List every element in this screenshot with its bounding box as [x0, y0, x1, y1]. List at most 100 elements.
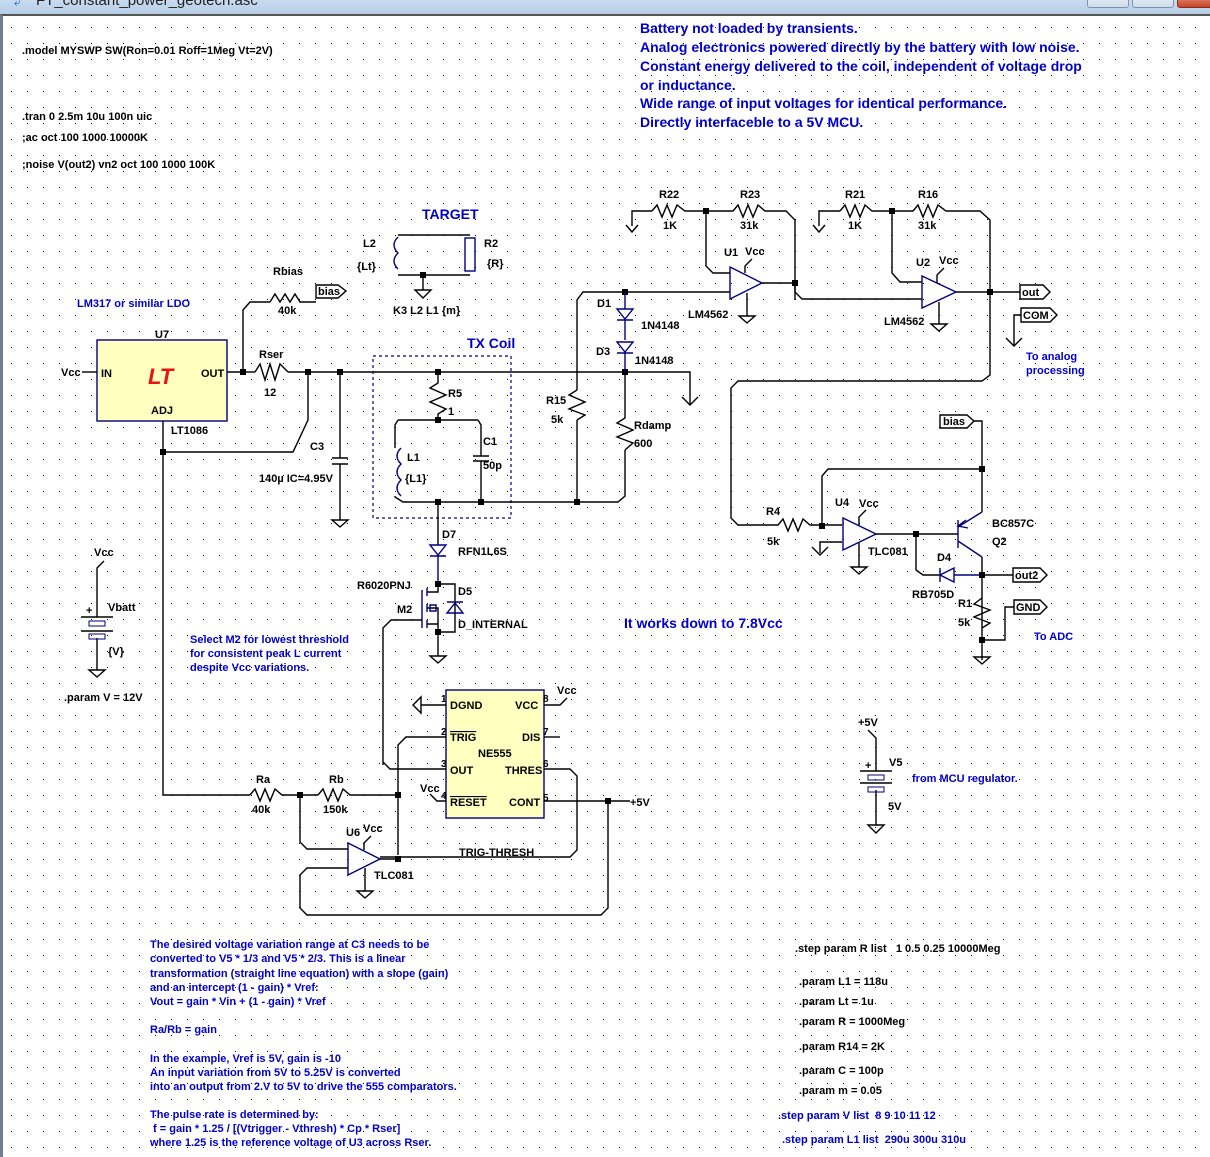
u4-part: TLC081 — [868, 546, 908, 558]
tran-directive[interactable]: .tran 0 2.5m 10u 100n uic — [22, 111, 152, 123]
param-directives: .step param R list 1 0.5 0.25 10000Meg .… — [778, 943, 1000, 1146]
tx-coil-box — [372, 355, 512, 519]
to-analog-note-line2: processing — [1026, 365, 1085, 377]
resistor-r1[interactable]: R1 5k — [958, 597, 992, 629]
timer-ne555[interactable]: NE555 1 DGND 2 TRIG 3 OUT 4 RESET 5 CONT… — [441, 689, 549, 819]
u7-pin-out: OUT — [201, 368, 225, 380]
feature-line: Battery not loaded by transients. — [640, 20, 858, 36]
resistor-r5[interactable]: R5 1 — [428, 372, 462, 420]
regulator-u7[interactable]: U7 IN OUT ADJ LT LT1086 — [96, 329, 228, 437]
r5-ref: R5 — [448, 388, 462, 400]
resistor-rb[interactable]: Rb 150k — [317, 774, 398, 816]
feature-line: Directly interfaceble to a 5V MCU. — [640, 114, 863, 130]
step-v-directive[interactable]: .step param V list 8 9 10 11 12 — [778, 1110, 936, 1122]
param-r-directive[interactable]: .param R = 1000Meg — [799, 1016, 905, 1028]
maximize-button[interactable] — [1132, 0, 1174, 8]
l1-ref: L1 — [407, 452, 420, 464]
pin-number: 3 — [441, 759, 447, 770]
resistor-r23[interactable]: R23 31k — [706, 189, 796, 300]
r21-value: 1K — [848, 220, 862, 232]
param-l1-directive[interactable]: .param L1 = 118u — [799, 976, 888, 988]
r16-ref: R16 — [918, 189, 938, 201]
resistor-r4[interactable]: R4 5k — [760, 506, 842, 548]
r23-ref: R23 — [740, 189, 760, 201]
minimize-button[interactable] — [1087, 0, 1129, 8]
param-m-directive[interactable]: .param m = 0.05 — [799, 1085, 882, 1097]
diode-d1[interactable]: D1 1N4148 — [597, 292, 680, 340]
net-flag-bias[interactable]: bias — [315, 284, 348, 299]
r22-ref: R22 — [659, 189, 679, 201]
ac-directive[interactable]: ;ac oct 100 1000 10000K — [22, 132, 148, 144]
close-button[interactable] — [1177, 0, 1210, 8]
r16-value: 31k — [918, 220, 937, 232]
net-flag-gnd[interactable]: GND — [1013, 599, 1048, 615]
resistor-rser[interactable]: Rser 12 — [254, 349, 289, 399]
capacitor-c3[interactable]: C3 140µ IC=4.95V — [259, 372, 350, 528]
voltage-source-v5[interactable]: +5V + V5 5V — [858, 717, 902, 834]
param-v-directive[interactable]: .param V = 12V — [64, 692, 143, 704]
d4-ref: D4 — [937, 552, 952, 564]
window-titlebar: ⤶ FT_constant_power_geotech.asc — [0, 0, 1210, 14]
v5-value: 5V — [888, 801, 902, 813]
vbatt-ref: Vbatt — [108, 602, 136, 614]
linear-tech-logo-icon: LT — [148, 364, 175, 389]
diode-d4[interactable]: D4 RB705D — [912, 552, 982, 601]
opamp-u1[interactable]: U1 Vcc LM4562 — [688, 246, 795, 324]
step-l1-directive[interactable]: .step param L1 list 290u 300u 310u — [782, 1134, 966, 1146]
pin-thres: THRES — [505, 765, 542, 777]
net-flag-out[interactable]: out — [1019, 284, 1051, 300]
resistor-rbias[interactable]: Rbias 40k — [269, 266, 316, 317]
transistor-q2[interactable]: BC857C Q2 — [956, 511, 1034, 558]
m2-value: R6020PNJ — [357, 580, 411, 592]
step-r-directive[interactable]: .step param R list 1 0.5 0.25 10000Meg — [795, 943, 1000, 955]
feature-line: Constant energy delivered to the coil, i… — [640, 58, 1082, 74]
feature-line: Wide range of input voltages for identic… — [640, 95, 1007, 111]
resistor-r22[interactable]: R22 1K — [651, 189, 706, 232]
net-flag-com[interactable]: COM — [1005, 307, 1058, 347]
m2-note-line3: despite Vcc variations. — [190, 662, 309, 674]
resistor-rdamp[interactable]: Rdamp 600 — [615, 372, 672, 451]
opamp-u2[interactable]: U2 Vcc LM4562 — [884, 255, 1020, 332]
noise-directive[interactable]: ;noise V(out2) vn2 oct 100 1000 100K — [22, 159, 215, 171]
r4-ref: R4 — [766, 506, 781, 518]
to-adc-note: To ADC — [1034, 631, 1073, 643]
m2-note: Select M2 for lowest threshold — [190, 634, 349, 646]
inductor-l1[interactable]: L1 {L1} — [396, 447, 427, 497]
resistor-r16[interactable]: R16 31k — [730, 189, 991, 526]
opamp-u6[interactable]: U6 Vcc TLC081 — [346, 823, 414, 899]
r15-value: 5k — [551, 414, 564, 426]
pin-number: 1 — [441, 694, 447, 705]
battery-vbatt[interactable]: Vcc + Vbatt {V} — [81, 547, 136, 678]
vbatt-vcc-label: Vcc — [94, 547, 114, 559]
net-flag-out2[interactable]: out2 — [1012, 567, 1048, 583]
param-c-directive[interactable]: .param C = 100p — [799, 1065, 884, 1077]
target-coil-l2[interactable]: L2 {Lt} R2 {R} K3 L2 L1 {m} — [357, 234, 504, 317]
v5-ref: V5 — [889, 757, 902, 769]
net-flag-bias-2[interactable]: bias — [939, 414, 976, 429]
pin-dgnd: DGND — [450, 700, 482, 712]
model-directive[interactable]: .model MYSWP SW(Ron=0.01 Roff=1Meg Vt=2V… — [22, 45, 273, 57]
d5-ref: D5 — [458, 586, 472, 598]
works-down-note: It works down to 7.8Vcc — [624, 615, 783, 631]
q2-ref: Q2 — [992, 536, 1007, 548]
vcc-net-label: Vcc — [61, 367, 81, 379]
r1-ref: R1 — [958, 598, 972, 610]
ne555-part: NE555 — [478, 748, 512, 760]
diode-d7[interactable]: D7 RFN1L6S — [428, 529, 507, 584]
pin-trig: TRIG — [450, 732, 476, 744]
resistor-ra[interactable]: Ra 40k — [249, 774, 318, 816]
explanation-line: transformation (straight line equation) … — [150, 968, 449, 980]
rser-ref: Rser — [259, 349, 284, 361]
capacitor-c1[interactable]: C1 50p — [473, 436, 502, 502]
diode-d5[interactable]: D5 D_INTERNAL — [445, 586, 528, 631]
pin-out: OUT — [450, 765, 474, 777]
param-lt-directive[interactable]: .param Lt = 1u — [799, 996, 874, 1008]
resistor-r21[interactable]: R21 1K — [839, 189, 892, 232]
mosfet-m2[interactable]: R6020PNJ M2 — [357, 580, 456, 765]
q2-value: BC857C — [992, 518, 1034, 530]
diode-d3[interactable]: D3 1N4148 — [596, 341, 674, 372]
resistor-r15[interactable]: R15 5k — [546, 389, 587, 426]
pin-number: 4 — [441, 791, 447, 802]
param-r14-directive[interactable]: .param R14 = 2K — [799, 1041, 885, 1053]
